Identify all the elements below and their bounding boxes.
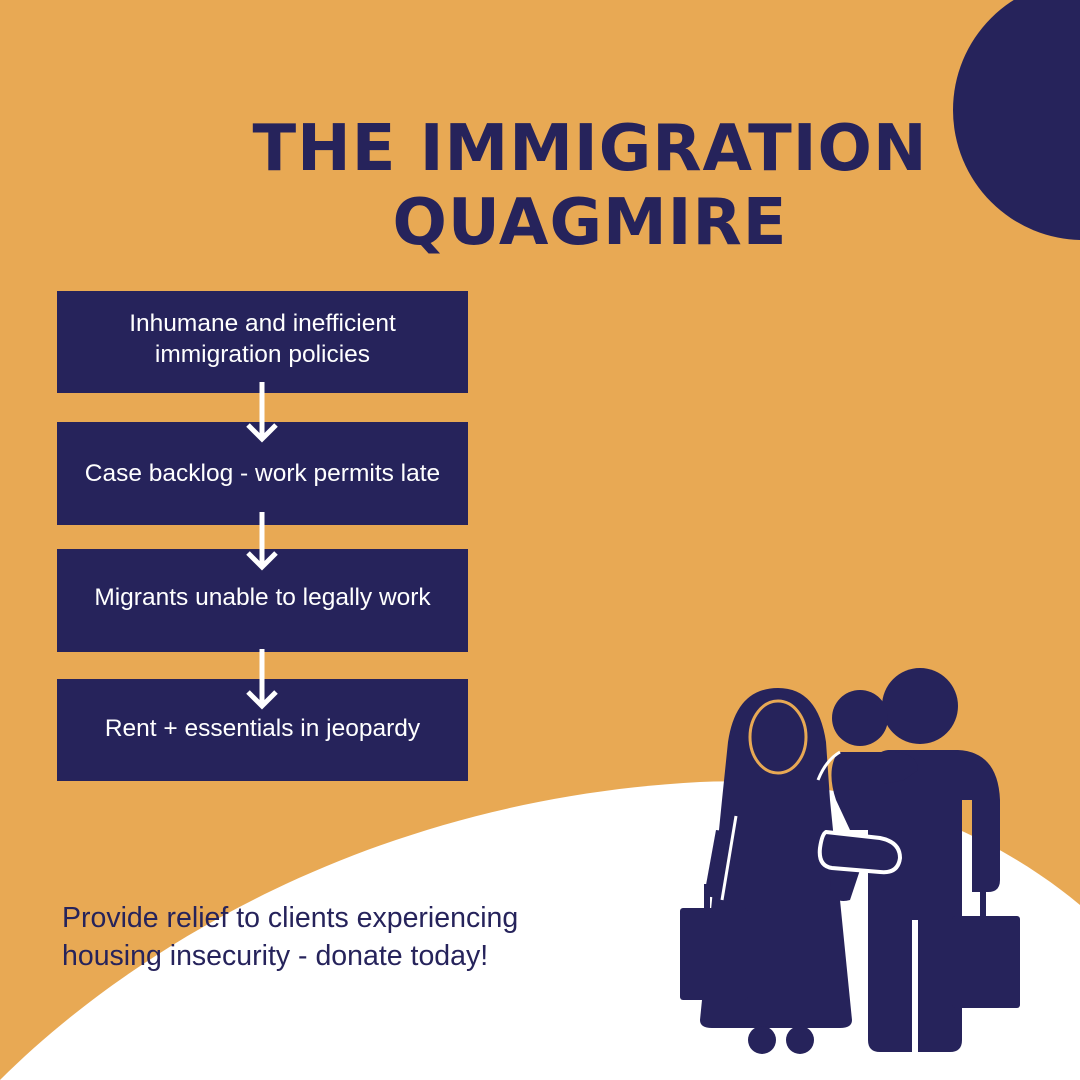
corner-circle xyxy=(953,0,1080,240)
flow-step-label: Migrants unable to legally work xyxy=(94,584,431,611)
title-line-1: THE IMMIGRATION xyxy=(252,112,928,186)
cta-line-1: Provide relief to clients experiencing xyxy=(62,902,519,934)
page-title: THE IMMIGRATION QUAGMIRE xyxy=(90,112,1080,260)
down-arrow-icon xyxy=(246,512,278,571)
down-arrow-icon xyxy=(246,382,278,443)
flow-step-1: Inhumane and inefficient immigration pol… xyxy=(57,291,468,393)
call-to-action: Provide relief to clients experiencing h… xyxy=(62,899,702,975)
cta-line-2: housing insecurity - donate today! xyxy=(62,940,489,972)
flow-step-label: Case backlog - work permits late xyxy=(84,460,441,487)
flow-step-label: Inhumane and inefficient immigration pol… xyxy=(129,310,396,368)
family-with-luggage-icon xyxy=(680,668,1020,1054)
title-line-2: QUAGMIRE xyxy=(392,186,788,260)
down-arrow-icon xyxy=(246,649,278,710)
flow-step-label: Rent + essentials in jeopardy xyxy=(104,714,421,742)
